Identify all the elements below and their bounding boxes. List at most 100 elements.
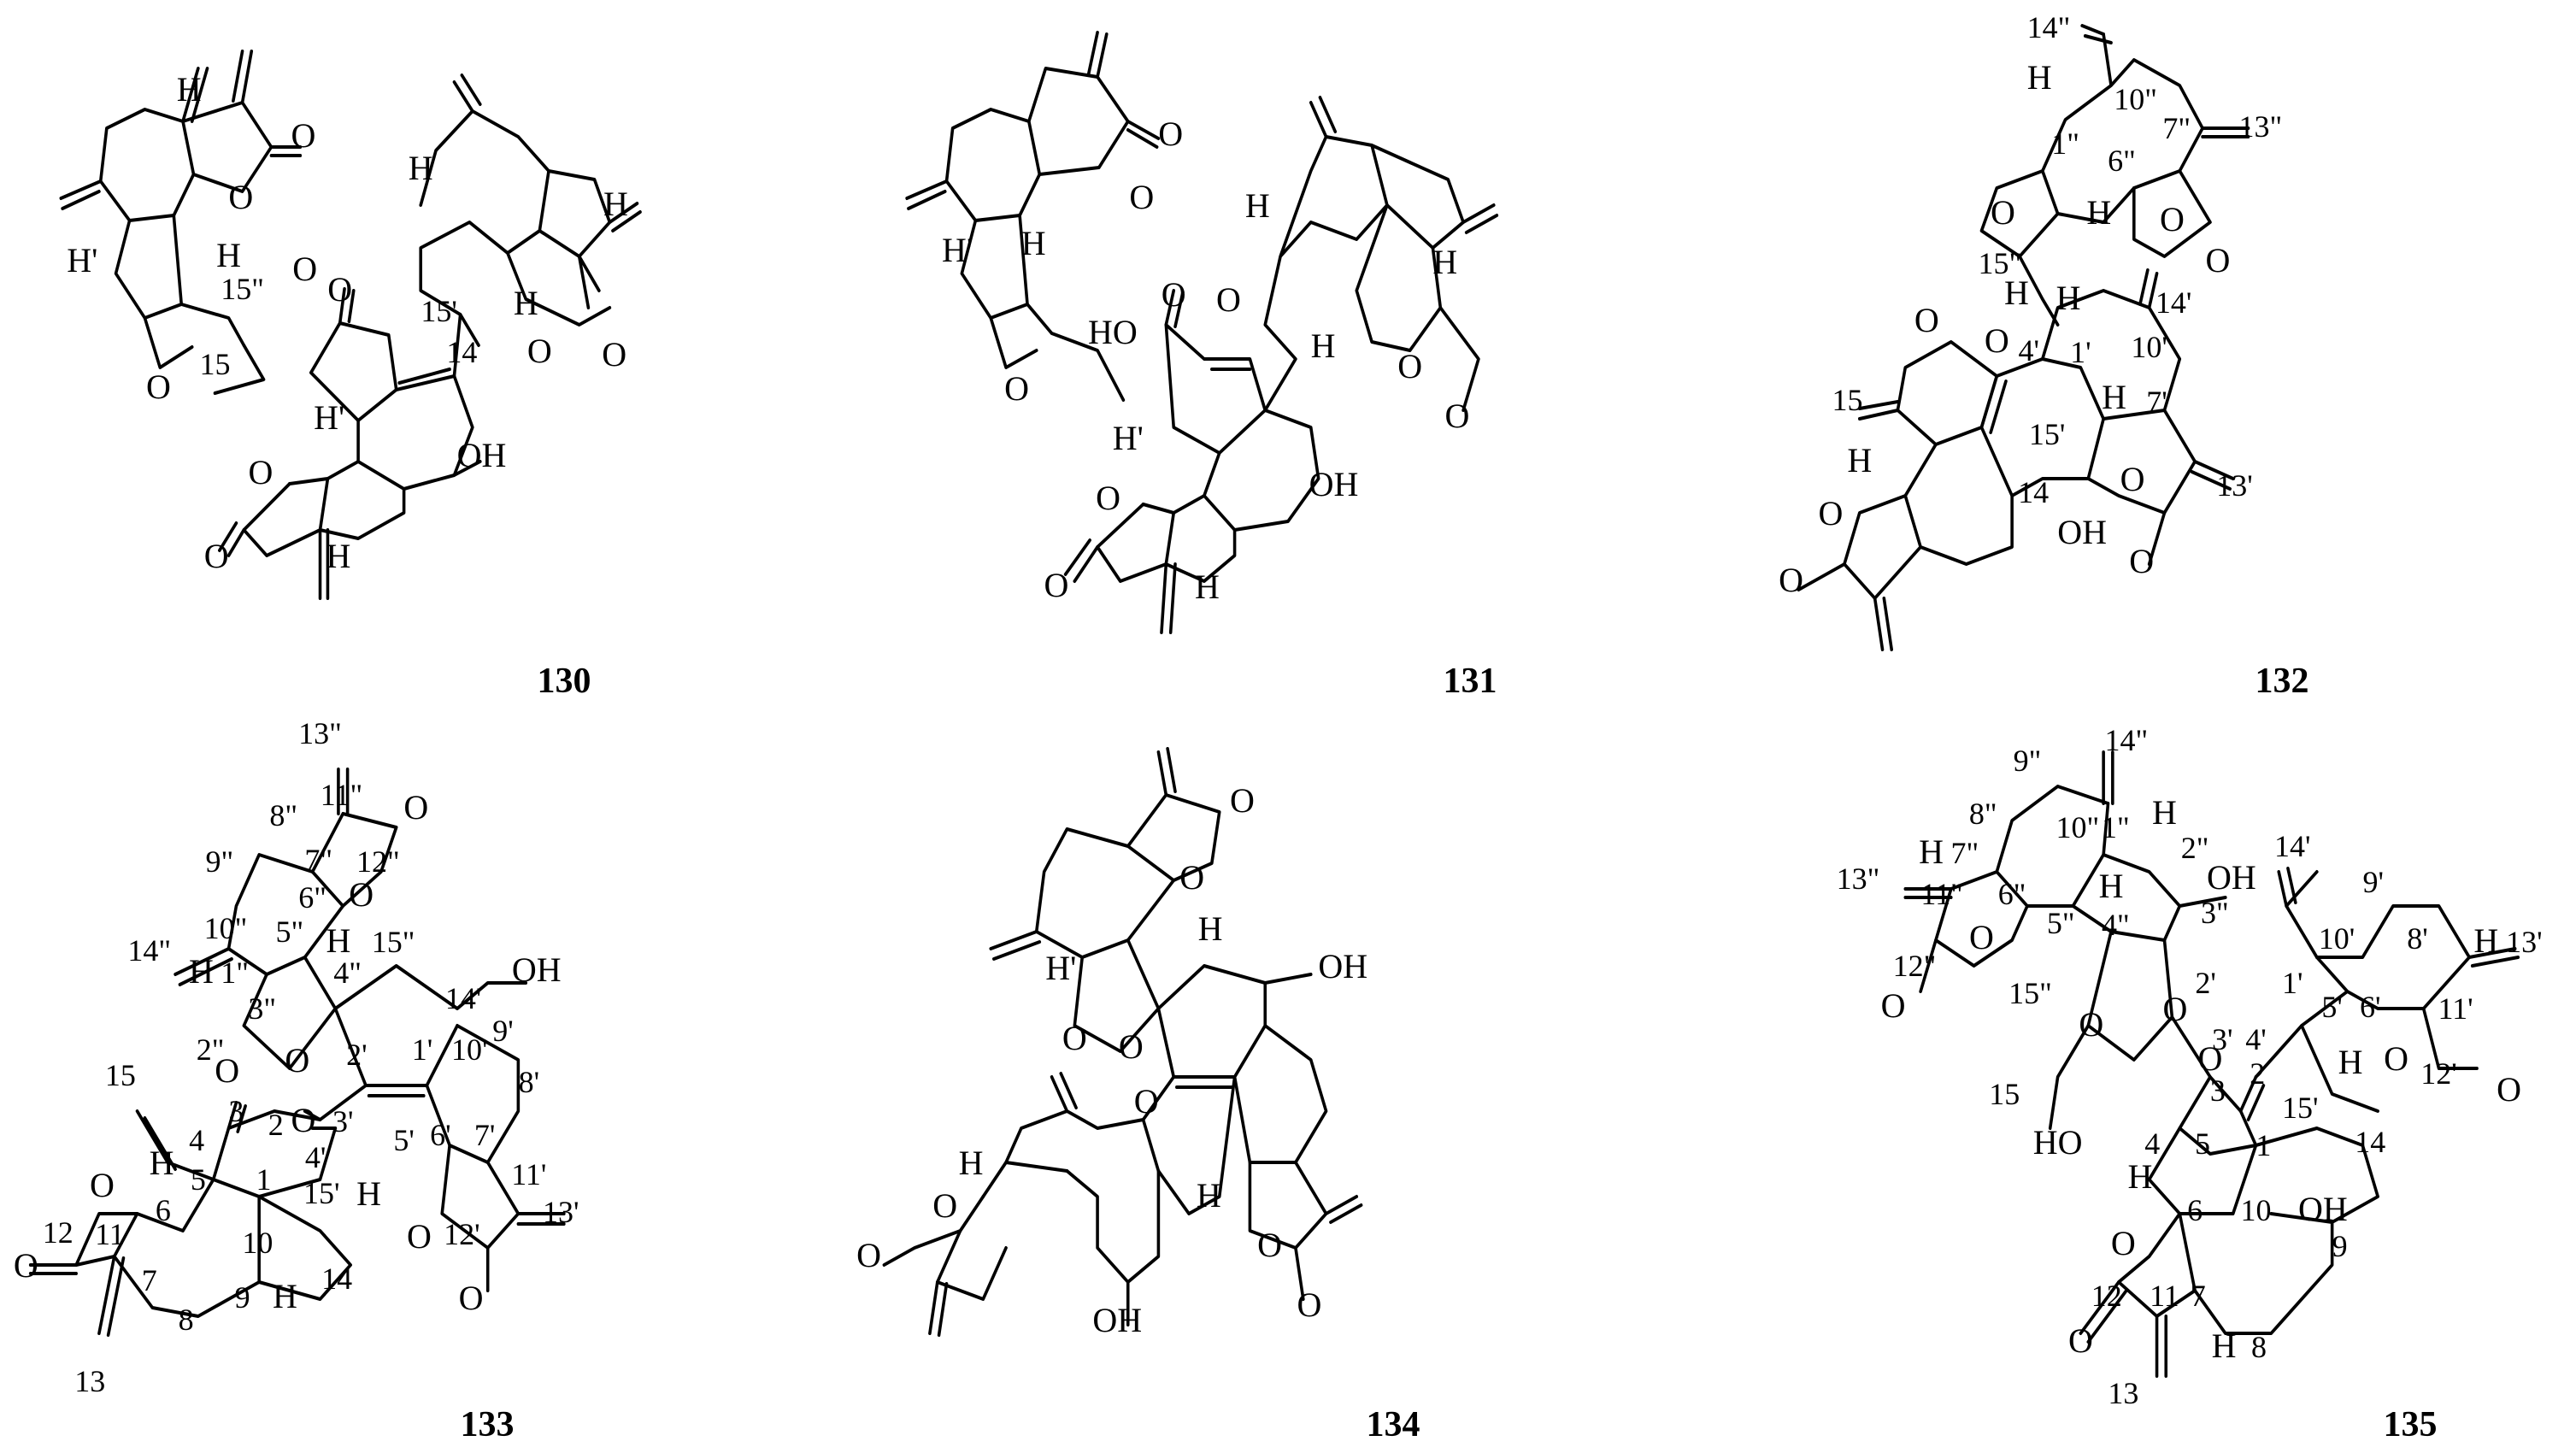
atom-label: 8" [1969, 797, 1997, 831]
atom-label: O [2497, 1070, 2521, 1109]
atom-label: O [292, 250, 317, 288]
atom-label: H [1919, 832, 1944, 871]
atom-label: 14" [127, 933, 171, 968]
atom-label: O [2079, 1005, 2103, 1044]
atom-label: 15" [221, 272, 264, 306]
atom-label: 13" [1837, 862, 1880, 896]
atom-label: 4 [189, 1123, 204, 1157]
atom-label: H [1195, 568, 1220, 606]
atom-label: O [2198, 1039, 2223, 1078]
atom-label: OH [1318, 947, 1367, 985]
atom-label: 9" [2014, 744, 2042, 778]
atom-label: O [602, 335, 626, 374]
atom-label: H [2127, 1157, 2152, 1196]
atom-label: H [1432, 243, 1457, 281]
atom-label: 14" [2027, 10, 2071, 44]
atom-label: 10" [204, 911, 248, 945]
atom-label: H [216, 236, 241, 274]
atom-label: 2 [2250, 1056, 2265, 1091]
atom-label: O [1004, 369, 1029, 408]
atom-label: 1' [412, 1032, 433, 1067]
atom-label: 7' [2146, 385, 2167, 419]
atom-label: 14" [2105, 723, 2149, 757]
atom-label: O [14, 1246, 38, 1285]
atom-label: 7 [142, 1263, 157, 1297]
atom-label: O [349, 875, 373, 914]
atom-label: 7" [2162, 111, 2191, 145]
compound-id-133: 133 [461, 1405, 515, 1444]
atom-label: H' [1045, 949, 1076, 987]
atom-label: O [1818, 494, 1843, 532]
atom-label: 5' [2321, 990, 2343, 1024]
atom-label: O [1257, 1226, 1282, 1264]
atom-label: 5 [2195, 1127, 2210, 1161]
atom-label: H [356, 1174, 381, 1213]
atom-label: OH [2207, 858, 2256, 897]
atom-label: 13" [2238, 109, 2282, 144]
atom-label: 15' [303, 1176, 340, 1210]
atom-label: O [2205, 241, 2230, 279]
atom-label: 2' [346, 1038, 368, 1072]
atom-label: 11' [511, 1157, 546, 1191]
atom-label: O [204, 537, 229, 575]
atom-label: 7 [2191, 1279, 2206, 1313]
atom-label: 4" [2102, 908, 2130, 942]
atom-label: 10' [451, 1032, 488, 1067]
atom-label: O [215, 1051, 239, 1090]
atom-label: O [291, 116, 315, 155]
atom-label: 12' [2420, 1056, 2457, 1091]
atom-label: 14 [446, 335, 477, 369]
atom-label: O [1158, 115, 1183, 153]
atom-label: H [1245, 186, 1270, 225]
atom-label: H [2102, 378, 2126, 416]
atom-label: 13' [2506, 925, 2543, 959]
atom-label: 11 [2150, 1279, 2179, 1313]
atom-label: 6" [1998, 877, 2026, 911]
atom-label: H [273, 1277, 297, 1315]
atom-label: O [285, 1041, 309, 1079]
atom-label: 6' [430, 1118, 451, 1152]
atom-label: 14' [2155, 285, 2192, 320]
atom-label: 15 [1989, 1077, 2020, 1111]
atom-label: H [2099, 867, 2124, 905]
atom-label: O [1297, 1285, 1322, 1324]
atom-label: 2" [197, 1032, 225, 1067]
atom-label: H [189, 952, 214, 991]
atom-label: 10" [2114, 82, 2157, 116]
atom-label: 12" [356, 844, 400, 879]
atom-label: O [249, 453, 273, 491]
atom-label: H [1197, 1176, 1221, 1215]
atom-label: 11 [95, 1217, 125, 1251]
atom-label: OH [512, 950, 562, 989]
atom-label: 2 [268, 1108, 284, 1142]
structure-134 [882, 747, 1363, 1337]
atom-label: O [1991, 193, 2015, 232]
atom-label: 5" [2047, 906, 2075, 940]
atom-label: H [1198, 909, 1223, 948]
atom-label: 15' [421, 294, 457, 328]
atom-label: 15' [2282, 1091, 2319, 1125]
atom-label: O [291, 1101, 315, 1139]
atom-label: 1" [221, 956, 249, 990]
atom-label: 8' [519, 1065, 540, 1099]
atom-label: HO [2033, 1123, 2083, 1162]
atom-label: 4' [2018, 333, 2039, 368]
atom-label: 13 [74, 1364, 105, 1398]
atom-label: H [514, 284, 538, 322]
atom-label: 12 [2091, 1279, 2122, 1313]
atom-label: O [1134, 1082, 1159, 1121]
atom-label: 11' [2438, 991, 2473, 1026]
atom-label: 9' [492, 1014, 514, 1048]
atom-label: H [1311, 326, 1336, 365]
atom-label: 9 [2332, 1229, 2348, 1263]
atom-label: O [90, 1166, 115, 1204]
atom-label: 14' [445, 981, 482, 1015]
atom-label: 3" [248, 991, 276, 1026]
atom-label: 14 [2018, 475, 2049, 509]
atom-label: H [409, 149, 433, 187]
atom-label: 2' [2195, 966, 2216, 1000]
atom-label: O [459, 1279, 484, 1317]
atom-label: OH [1309, 465, 1359, 503]
atom-label: 7" [1950, 836, 1979, 870]
